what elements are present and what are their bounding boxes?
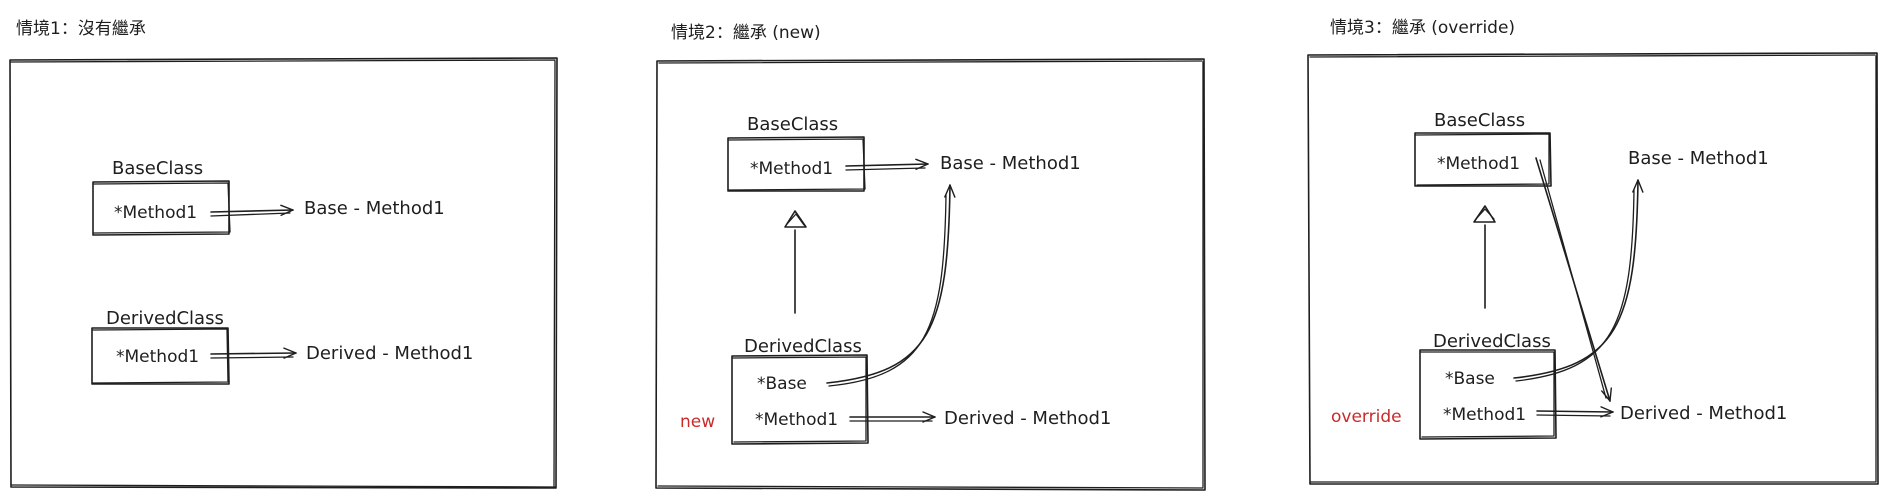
scenario-3-base-member-arrow xyxy=(1513,179,1644,382)
derived-class-box xyxy=(1419,349,1557,440)
scenario-2-frame xyxy=(655,58,1206,491)
scenario-1-frame xyxy=(9,57,558,489)
base-method: *Method1 xyxy=(114,203,197,223)
base-method: *Method1 xyxy=(1437,154,1520,174)
scenario-2-base-class: BaseClass *Method1 xyxy=(727,114,866,192)
scenario-3-frame xyxy=(1307,52,1879,485)
base-class-box xyxy=(1414,132,1552,187)
base-class-name: BaseClass xyxy=(747,114,838,135)
scenario-3-inheritance-arrow xyxy=(1473,205,1496,309)
derived-output: Derived - Method1 xyxy=(306,343,473,364)
derived-output: Derived - Method1 xyxy=(1620,403,1787,424)
derived-base-member: *Base xyxy=(1445,369,1495,389)
base-class-box xyxy=(92,180,231,236)
base-class-name: BaseClass xyxy=(112,158,203,179)
scenario-3-base-class: BaseClass *Method1 xyxy=(1414,110,1552,187)
scenario-1-base-class: BaseClass *Method1 xyxy=(92,158,231,236)
scenario-1-title: 情境1：沒有繼承 xyxy=(16,19,146,39)
derived-class-name: DerivedClass xyxy=(744,336,862,357)
base-output: Base - Method1 xyxy=(1628,148,1769,169)
derived-method: *Method1 xyxy=(1443,405,1526,425)
scenario-1-derived-call-arrow xyxy=(210,347,297,359)
scenario-3-derived-call-arrow xyxy=(1536,406,1614,418)
scenario-2-base-call-arrow xyxy=(845,158,929,171)
scenario-3-derived-class: DerivedClass *Base *Method1 xyxy=(1419,331,1557,440)
new-keyword: new xyxy=(680,412,715,432)
scenario-2-derived-call-arrow xyxy=(849,411,936,423)
derived-base-member: *Base xyxy=(757,374,807,394)
scenario-1-base-call-arrow xyxy=(210,204,294,217)
scenario-3-override-dispatch-arrow xyxy=(1535,157,1612,402)
scenario-2-inheritance-arrow xyxy=(784,210,807,314)
base-class-box xyxy=(727,136,866,192)
scenario-3-title: 情境3：繼承 (override) xyxy=(1330,18,1516,38)
base-method: *Method1 xyxy=(750,159,833,179)
scenario-1-derived-class: DerivedClass *Method1 xyxy=(91,308,230,385)
scenario-2-title: 情境2：繼承 (new) xyxy=(671,23,821,43)
derived-class-name: DerivedClass xyxy=(1433,331,1551,352)
derived-method: *Method1 xyxy=(116,347,199,367)
base-output: Base - Method1 xyxy=(940,153,1081,174)
override-keyword: override xyxy=(1331,407,1402,427)
derived-output: Derived - Method1 xyxy=(944,408,1111,429)
base-class-name: BaseClass xyxy=(1434,110,1525,131)
derived-class-name: DerivedClass xyxy=(106,308,224,329)
base-output: Base - Method1 xyxy=(304,198,445,219)
derived-method: *Method1 xyxy=(755,410,838,430)
derived-class-box xyxy=(91,327,230,385)
scenario-2-derived-class: DerivedClass *Base *Method1 xyxy=(731,336,869,445)
scenario-2-base-member-arrow xyxy=(826,184,956,387)
derived-class-box xyxy=(731,354,869,445)
